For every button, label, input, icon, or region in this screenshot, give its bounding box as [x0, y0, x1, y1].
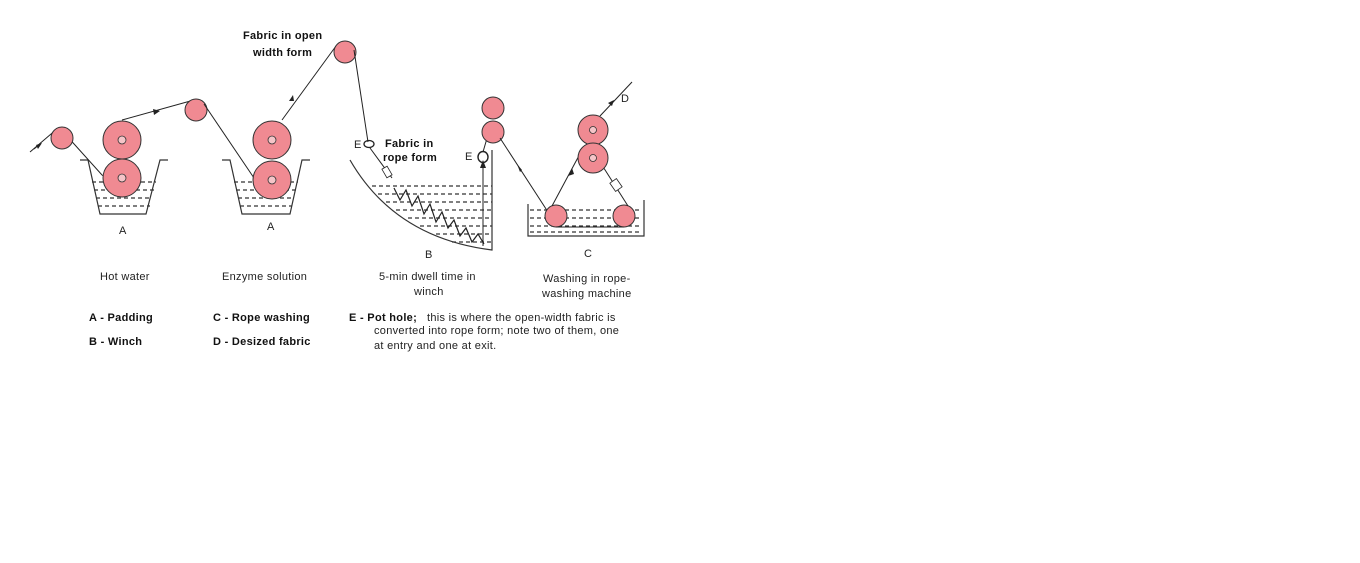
legend-e-pot-hole: E - Pot hole;: [349, 312, 417, 324]
arrow-head: [480, 160, 486, 168]
padding-trough: [80, 159, 168, 215]
roller-axle: [589, 126, 597, 134]
caption-enzyme-solution: Enzyme solution: [222, 271, 307, 283]
legend: A - Padding B - Winch C - Rope washing D…: [89, 312, 619, 352]
letter-e1: E: [354, 139, 361, 151]
padding-enzyme-stage: A Fabric in open width form: [203, 30, 357, 233]
letter-e2: E: [465, 151, 472, 163]
legend-c-rope-washing: C - Rope washing: [213, 312, 310, 324]
fabric-open-width-label-2: width form: [252, 47, 312, 59]
roller-axle: [117, 135, 127, 145]
fabric-rope-form-label-2: rope form: [383, 152, 437, 164]
legend-e-description-2: converted into rope form; note two of th…: [374, 325, 619, 337]
fabric-path-enzyme-1: [203, 103, 255, 179]
roller-axle: [267, 175, 277, 185]
roller-axle: [267, 135, 277, 145]
letter-a2: A: [267, 221, 275, 233]
fabric-path-enzyme-2: [281, 45, 337, 121]
enzyme-trough: [222, 159, 310, 215]
top-guide-roller: [333, 40, 357, 64]
fabric-path-padding-2: [121, 99, 195, 121]
legend-e-description-1: this is where the open-width fabric is: [427, 312, 616, 324]
fabric-rope-form-label-1: Fabric in: [385, 138, 434, 150]
rope-wash-path-down: [499, 137, 549, 213]
caption-dwell-line-1: 5-min dwell time in: [379, 271, 476, 283]
arrow-head: [153, 109, 160, 115]
rope-marker: [609, 178, 623, 192]
legend-d-desized-fabric: D - Desized fabric: [213, 336, 311, 348]
legend-b-winch: B - Winch: [89, 336, 142, 348]
legend-a-padding: A - Padding: [89, 312, 153, 324]
winch-stage: E E B Fabric in rope form: [349, 49, 493, 261]
caption-hot-water: Hot water: [100, 271, 150, 283]
arrow-head: [608, 100, 614, 106]
guide-roller: [481, 120, 505, 144]
folded-fabric-rope: [393, 187, 485, 245]
stage-captions: Hot water Enzyme solution 5-min dwell ti…: [100, 271, 632, 300]
legend-e-description-3: at entry and one at exit.: [374, 340, 496, 352]
tank-roller-left: [544, 204, 568, 228]
guide-roller: [184, 98, 208, 122]
guide-roller: [50, 126, 74, 150]
rope-marker: [381, 165, 393, 179]
letter-a1: A: [119, 225, 127, 237]
fabric-open-width-label-1: Fabric in open: [243, 30, 322, 42]
rope-washing-stage: D C: [481, 81, 645, 260]
padding-hot-water-stage: A: [29, 98, 208, 237]
fabric-path-to-pothole: [353, 49, 369, 143]
roller-axle: [117, 173, 127, 183]
tank-roller-right: [612, 204, 636, 228]
letter-d: D: [621, 93, 629, 105]
arrow-head: [517, 164, 522, 172]
pot-hole-entry: [363, 139, 375, 149]
rope-wash-path-up-left: [551, 149, 583, 207]
caption-washing-line-2: washing machine: [541, 288, 632, 300]
winch-vessel: [349, 150, 493, 251]
desized-fabric-exit: [599, 81, 633, 117]
arrow-head: [36, 143, 42, 149]
letter-b: B: [425, 249, 432, 261]
guide-roller: [481, 96, 505, 120]
arrow-head: [568, 168, 574, 176]
roller-axle: [589, 154, 597, 162]
letter-c: C: [584, 248, 592, 260]
caption-dwell-line-2: winch: [413, 286, 444, 298]
arrow-head: [289, 95, 294, 101]
washing-tank: [527, 200, 645, 237]
caption-washing-line-1: Washing in rope-: [543, 273, 631, 285]
